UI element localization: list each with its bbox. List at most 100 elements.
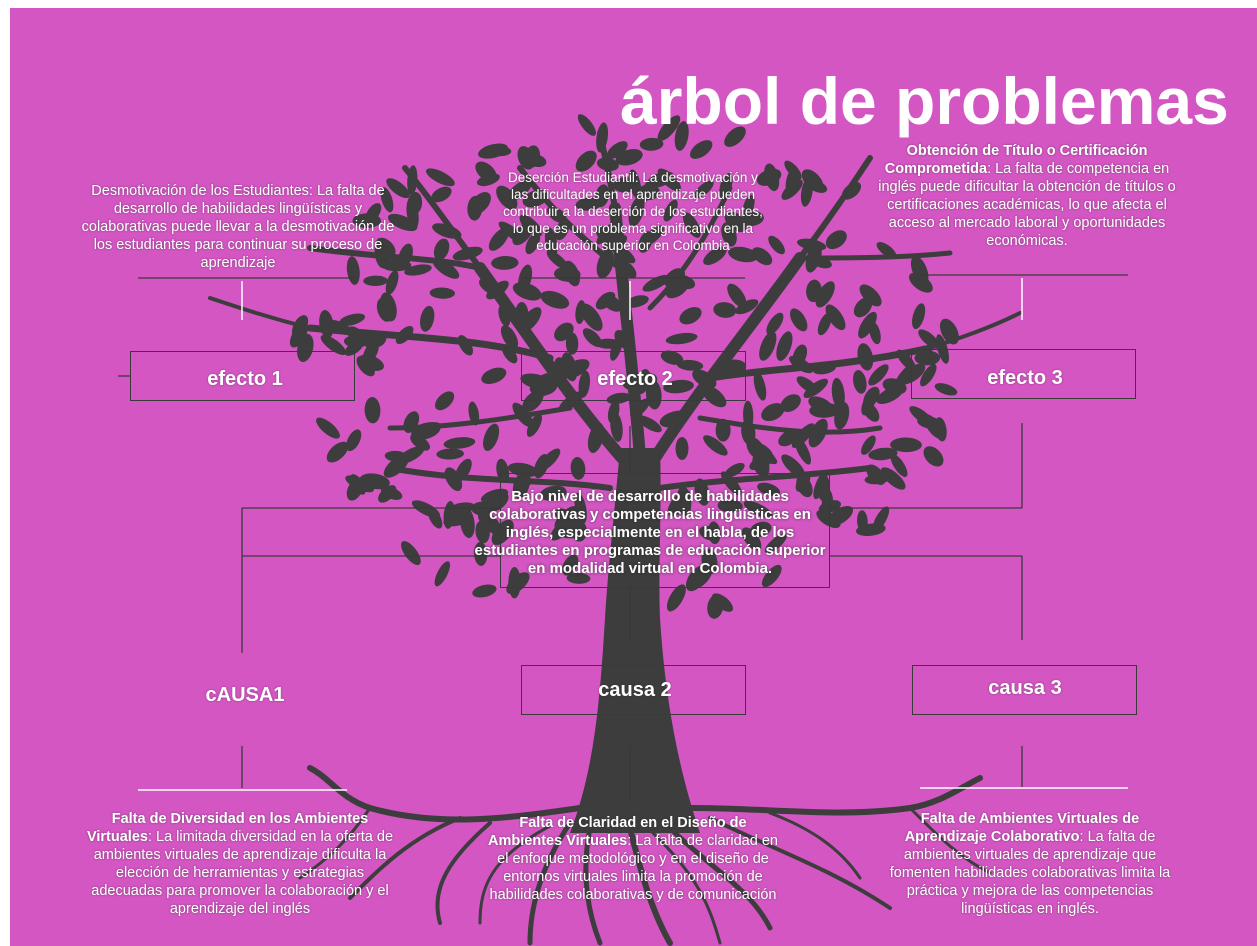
leaf bbox=[346, 429, 362, 452]
leaf bbox=[872, 506, 890, 532]
leaf bbox=[563, 260, 580, 287]
leaf bbox=[387, 213, 418, 232]
leaf bbox=[665, 277, 690, 299]
leaf bbox=[825, 230, 847, 250]
leaf bbox=[475, 161, 497, 183]
tree-illustration bbox=[118, 114, 1128, 946]
leaf bbox=[475, 520, 490, 544]
leaf bbox=[386, 178, 410, 199]
leaf bbox=[526, 413, 542, 437]
leaf bbox=[759, 331, 777, 361]
leaf bbox=[606, 392, 631, 405]
effect-2-label: efecto 2 bbox=[597, 368, 673, 390]
leaf bbox=[610, 412, 623, 442]
leaf bbox=[429, 287, 455, 299]
leaf bbox=[562, 554, 579, 576]
leaf bbox=[638, 415, 662, 433]
leaf bbox=[890, 437, 922, 453]
leaf bbox=[326, 441, 349, 463]
leaf bbox=[483, 423, 500, 451]
leaf bbox=[491, 519, 514, 546]
leaf bbox=[488, 227, 509, 251]
central-problem: Bajo nivel de desarrollo de habilidades … bbox=[474, 488, 826, 577]
leaf bbox=[338, 313, 366, 326]
cause-3-label: causa 3 bbox=[988, 677, 1062, 699]
cause-1-text: : La limitada diversidad en la oferta de… bbox=[91, 829, 394, 917]
leaf bbox=[376, 237, 396, 257]
effect-3-label: efecto 3 bbox=[987, 367, 1063, 389]
leaf bbox=[674, 121, 689, 151]
leaf bbox=[768, 235, 785, 255]
leaf bbox=[880, 467, 906, 490]
cause-3-text: : La falta de ambientes virtuales de apr… bbox=[889, 829, 1171, 917]
leaf bbox=[724, 126, 746, 147]
leaf bbox=[481, 367, 507, 384]
leaf bbox=[474, 541, 488, 566]
leaf bbox=[524, 153, 547, 168]
effect-1-box bbox=[130, 351, 355, 401]
leaf bbox=[861, 435, 876, 455]
leaf bbox=[595, 291, 616, 310]
leaf bbox=[578, 370, 591, 398]
leaf bbox=[508, 567, 521, 599]
leaf bbox=[825, 304, 846, 331]
cause-2-label: causa 2 bbox=[598, 679, 672, 701]
leaf bbox=[703, 435, 728, 456]
leaf bbox=[468, 401, 480, 426]
leaf bbox=[741, 527, 762, 551]
leaf bbox=[749, 521, 772, 538]
leaf bbox=[666, 584, 686, 612]
leaf bbox=[757, 482, 781, 496]
leaf bbox=[436, 448, 464, 460]
leaf bbox=[742, 195, 755, 218]
leaf bbox=[485, 145, 512, 157]
leaf bbox=[863, 386, 880, 408]
leaf bbox=[857, 510, 868, 533]
leaf bbox=[699, 525, 721, 541]
leaf bbox=[676, 359, 704, 371]
effect-1-label: efecto 1 bbox=[207, 368, 283, 390]
leaf bbox=[639, 137, 664, 151]
leaf bbox=[522, 390, 544, 412]
effect-3-description: Obtención de Título o Certificación Comp… bbox=[868, 142, 1186, 250]
leaf bbox=[780, 394, 801, 413]
leaf bbox=[912, 303, 926, 330]
leaf bbox=[358, 354, 384, 371]
leaf bbox=[420, 305, 435, 332]
leaf bbox=[815, 281, 835, 308]
leaf bbox=[544, 227, 558, 259]
leaf bbox=[443, 437, 476, 449]
leaf bbox=[575, 150, 597, 172]
canvas: árbol de problemas efecto 1 efecto 2 efe… bbox=[10, 8, 1257, 946]
leaf bbox=[574, 492, 587, 524]
cause-2-text: : La falta de claridad en el enfoque met… bbox=[489, 833, 778, 903]
leaf bbox=[918, 329, 940, 349]
leaf bbox=[570, 519, 587, 542]
leaf bbox=[663, 199, 678, 222]
central-problem-box bbox=[500, 473, 830, 588]
cause-2-box bbox=[521, 665, 746, 715]
leaf bbox=[467, 195, 483, 221]
leaf bbox=[690, 140, 713, 159]
leaf bbox=[380, 187, 394, 213]
leaf bbox=[539, 485, 567, 501]
leaf bbox=[869, 321, 881, 345]
cause-3-description: Falta de Ambientes Virtuales de Aprendiz… bbox=[880, 810, 1180, 918]
leaf bbox=[761, 564, 782, 588]
leaf bbox=[853, 297, 873, 318]
leaf bbox=[643, 225, 664, 246]
leaf bbox=[876, 242, 897, 259]
leaf bbox=[751, 247, 773, 266]
leaf bbox=[868, 447, 898, 461]
leaf bbox=[506, 179, 533, 202]
leaf bbox=[411, 500, 440, 518]
leaf bbox=[724, 211, 747, 233]
leaf bbox=[728, 246, 758, 263]
leaf bbox=[743, 500, 773, 519]
leaf bbox=[434, 561, 451, 587]
effect-1-description: Desmotivación de los Estudiantes: La fal… bbox=[81, 183, 395, 271]
leaf bbox=[425, 168, 455, 187]
leaf bbox=[580, 303, 603, 331]
leaf bbox=[359, 473, 390, 490]
leaf bbox=[817, 474, 831, 502]
